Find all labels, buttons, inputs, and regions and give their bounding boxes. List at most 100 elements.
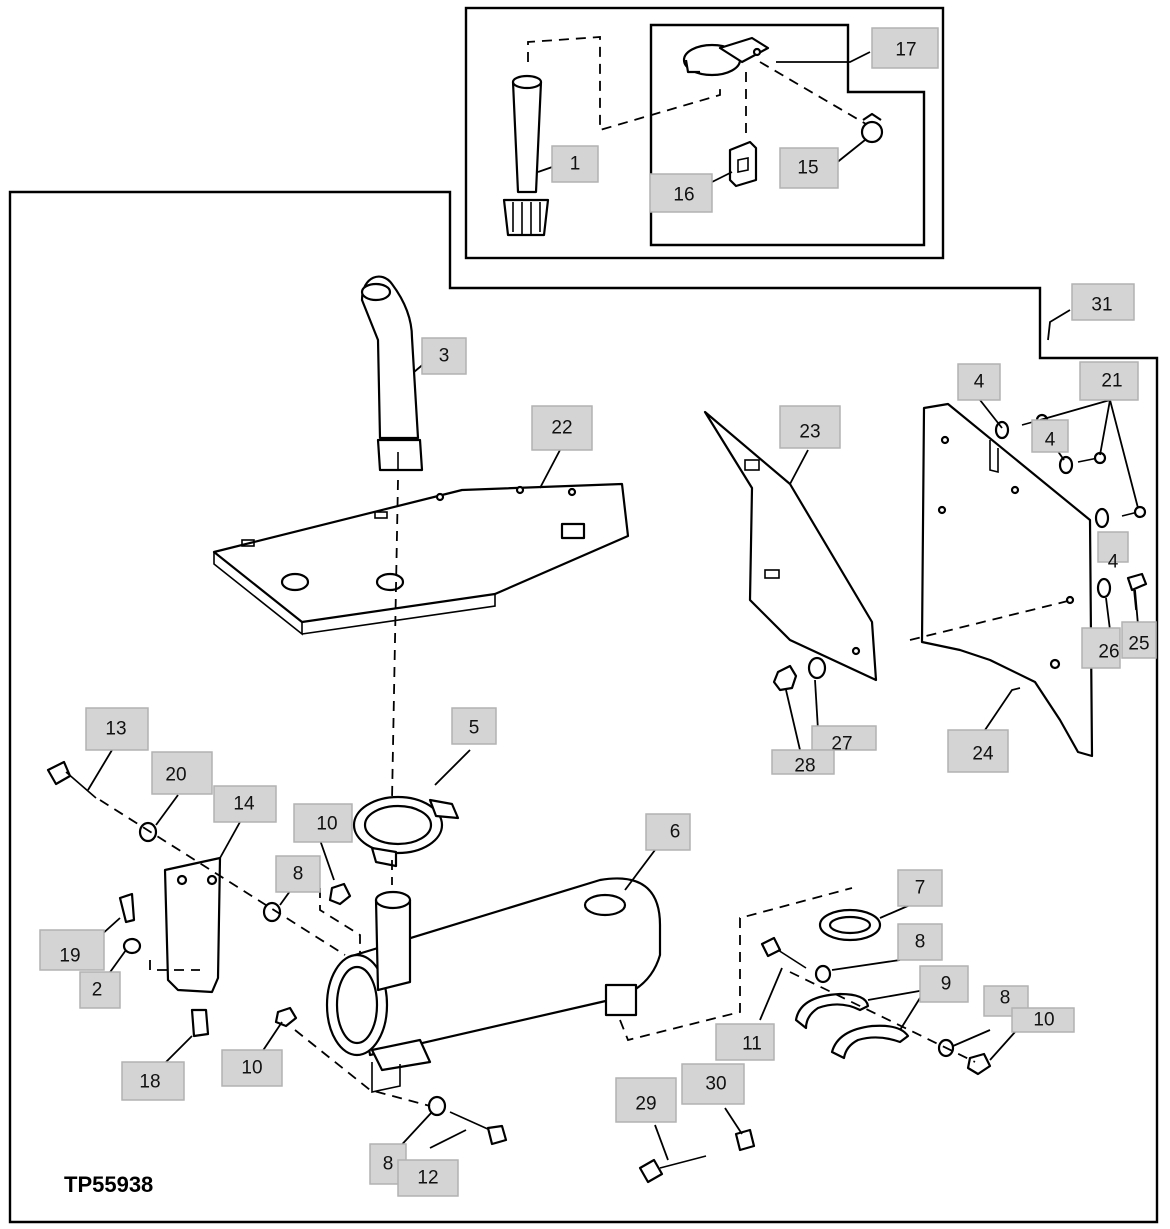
callout-7: 7 — [897, 869, 943, 907]
svg-text:22: 22 — [551, 418, 572, 439]
callout-2: 2 — [79, 971, 121, 1009]
svg-text:28: 28 — [794, 756, 815, 777]
cap-screw-part — [860, 112, 884, 144]
clamp-half-part — [794, 992, 910, 1060]
callout-8: 8 — [275, 855, 321, 893]
callout-16: 16 — [649, 173, 713, 213]
nut-part — [772, 656, 827, 692]
svg-text:16: 16 — [673, 185, 694, 206]
clamp-block-part — [728, 140, 758, 188]
side-panel-part — [920, 402, 1094, 758]
callout-30: 30 — [681, 1063, 745, 1105]
callout-4: 4 — [957, 363, 1001, 401]
callout-9: 9 — [919, 965, 969, 1003]
callout-18: 18 — [121, 1061, 185, 1101]
muffler-part — [325, 877, 662, 1093]
callout-26: 26 — [1081, 627, 1121, 669]
svg-text:14: 14 — [233, 794, 255, 815]
assembly-dash-line — [619, 887, 853, 1042]
callout-23: 23 — [779, 405, 841, 449]
svg-text:10: 10 — [1033, 1010, 1054, 1031]
spacer-part — [190, 1008, 210, 1038]
svg-text:5: 5 — [469, 718, 480, 739]
svg-text:29: 29 — [635, 1094, 656, 1115]
exhaust-stack-part — [360, 275, 424, 472]
svg-text:30: 30 — [705, 1074, 726, 1095]
muffler-shield-plate-part — [703, 410, 878, 682]
stack-extension-part — [502, 74, 550, 237]
svg-text:1: 1 — [570, 154, 581, 175]
svg-text:8: 8 — [383, 1154, 394, 1175]
bolt-part — [638, 936, 992, 1184]
callout-12: 12 — [397, 1159, 459, 1197]
washer-part — [994, 420, 1110, 529]
svg-text:10: 10 — [241, 1058, 262, 1079]
callout-5: 5 — [451, 707, 497, 745]
nut-washer-part — [1096, 572, 1148, 611]
svg-text:15: 15 — [797, 158, 818, 179]
svg-text:12: 12 — [417, 1168, 438, 1189]
svg-text:9: 9 — [941, 974, 952, 995]
callout-6: 6 — [645, 813, 691, 851]
svg-text:23: 23 — [799, 422, 820, 443]
callout-4: 4 — [1097, 531, 1129, 573]
svg-text:8: 8 — [915, 932, 926, 953]
callout-19: 19 — [39, 929, 105, 971]
svg-text:24: 24 — [972, 744, 994, 765]
callout-15: 15 — [779, 147, 839, 189]
svg-text:19: 19 — [59, 946, 80, 967]
assembly-dash-line — [99, 799, 346, 956]
svg-text:2: 2 — [92, 980, 103, 1001]
assembly-dash-line — [294, 1029, 431, 1107]
inset-dash-line — [759, 61, 867, 125]
callout-17: 17 — [871, 27, 939, 69]
rain-cap-part — [682, 36, 770, 77]
svg-text:10: 10 — [316, 814, 337, 835]
callout-10: 10 — [1011, 1007, 1075, 1033]
svg-text:8: 8 — [1000, 988, 1011, 1009]
callout-29: 29 — [615, 1077, 677, 1123]
assembly-dash-line — [789, 971, 976, 1063]
svg-text:13: 13 — [105, 719, 126, 740]
svg-text:6: 6 — [670, 822, 681, 843]
svg-text:31: 31 — [1091, 295, 1112, 316]
callout-13: 13 — [85, 707, 149, 751]
svg-text:7: 7 — [915, 878, 926, 899]
exhaust-clamp-part — [352, 795, 460, 868]
bracket-part — [163, 856, 222, 994]
figure-id: TP55938 — [64, 1172, 153, 1197]
assembly-dash-line — [909, 599, 1073, 641]
assembly-dash-line — [391, 479, 399, 801]
flange-nut-part — [262, 882, 508, 1146]
assembly-dash-line — [149, 960, 200, 971]
svg-text:26: 26 — [1098, 642, 1119, 663]
main-assembly-frame — [8, 190, 1159, 1224]
bolt-part — [46, 760, 158, 955]
callout-20: 20 — [151, 751, 213, 795]
svg-text:17: 17 — [895, 40, 916, 61]
svg-text:20: 20 — [165, 765, 186, 786]
callout-14: 14 — [213, 785, 277, 823]
callout-3: 3 — [421, 337, 467, 375]
svg-text:11: 11 — [742, 1034, 762, 1055]
shield-plate-part — [212, 482, 630, 636]
gasket-part — [818, 908, 882, 942]
svg-text:27: 27 — [831, 734, 852, 755]
callout-10: 10 — [293, 803, 353, 843]
svg-text:25: 25 — [1128, 634, 1149, 655]
callout-4: 4 — [1031, 419, 1069, 453]
callout-10: 10 — [221, 1049, 283, 1087]
svg-text:21: 21 — [1101, 371, 1122, 392]
svg-text:4: 4 — [1045, 430, 1056, 451]
callout-31: 31 — [1071, 283, 1135, 321]
callout-24: 24 — [947, 729, 1009, 773]
inset-frame-outer — [464, 6, 945, 260]
callout-22: 22 — [531, 405, 593, 451]
svg-text:8: 8 — [293, 864, 304, 885]
callout-1: 1 — [551, 145, 599, 183]
callout-25: 25 — [1121, 621, 1157, 659]
callout-8: 8 — [897, 923, 943, 961]
svg-text:4: 4 — [1108, 552, 1119, 573]
callout-27: 27 — [811, 725, 877, 755]
callout-21: 21 — [1079, 361, 1139, 401]
